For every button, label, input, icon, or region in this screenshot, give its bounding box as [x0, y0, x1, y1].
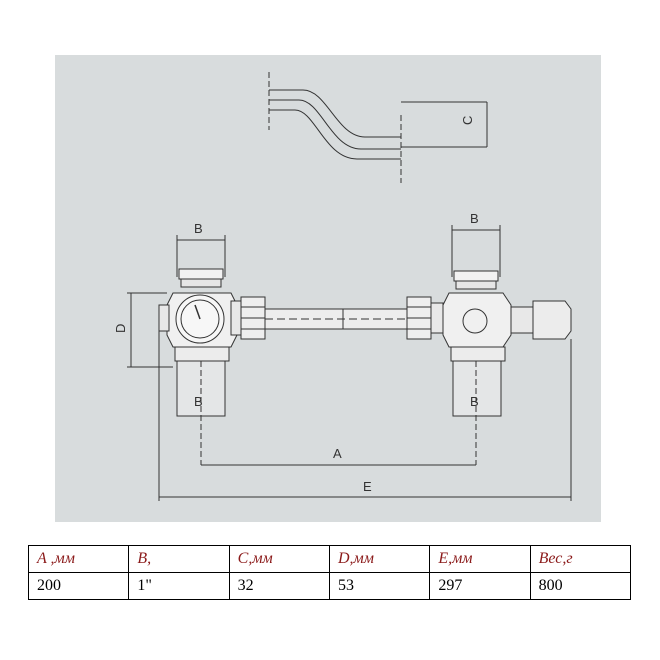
header-b: B, — [128, 545, 230, 573]
label-b-bottom-right: B — [470, 394, 479, 409]
label-b-top-right: B — [470, 211, 479, 226]
right-outlet-nut — [510, 306, 534, 334]
valve-lower-collar-left — [174, 346, 230, 362]
technical-drawing-panel: C B — [55, 55, 601, 522]
value-e: 297 — [429, 572, 531, 600]
bent-pipe-top-view: C — [268, 72, 488, 183]
value-a: 200 — [27, 572, 130, 600]
label-d: D — [113, 324, 128, 333]
valve-lower-collar-right — [450, 346, 506, 362]
pipe-outline-lower — [269, 109, 401, 160]
right-valve: B B — [406, 211, 572, 465]
header-weight: Вес,г — [529, 545, 632, 573]
label-a: A — [333, 446, 342, 461]
specification-table: A ,мм B, C,мм D,мм E,мм Вес,г 200 1" 32 … — [27, 545, 632, 600]
header-a: A ,мм — [27, 545, 130, 573]
table-row: 200 1" 32 53 297 800 — [27, 572, 632, 600]
pipe-outline-middle — [269, 99, 401, 150]
valve-cap-left — [178, 268, 224, 280]
valve-lower-pipe-right — [452, 360, 502, 417]
valve-assembly-drawing: C B — [113, 72, 572, 501]
a-e-dimensions: A E — [158, 331, 572, 501]
gauge-dial — [180, 299, 220, 339]
value-d: 53 — [328, 572, 431, 600]
left-union-a — [230, 300, 242, 336]
label-b-bottom-left: B — [194, 394, 203, 409]
left-valve: B B — [158, 221, 266, 465]
header-e: E,мм — [429, 545, 531, 573]
valve-cap-ring-right — [455, 280, 497, 290]
gauge-needle — [194, 304, 201, 320]
label-e: E — [363, 479, 372, 494]
valve-cap-right — [453, 270, 499, 282]
valve-body-right — [442, 292, 512, 348]
valve-port-icon — [462, 308, 488, 334]
label-b-top-left: B — [194, 221, 203, 236]
header-c: C,мм — [228, 545, 330, 573]
right-union-a — [430, 302, 444, 334]
label-c: C — [460, 116, 475, 125]
valve-left-side-nut — [158, 304, 170, 332]
value-b: 1" — [128, 572, 230, 600]
value-weight: 800 — [529, 572, 632, 600]
valve-cap-ring-left — [180, 278, 222, 288]
pipe-outline-upper — [269, 89, 401, 138]
d-dimension: D — [113, 292, 173, 368]
header-d: D,мм — [328, 545, 431, 573]
connecting-pipe — [264, 308, 408, 330]
right-outlet-fitting — [532, 300, 572, 340]
table-header-row: A ,мм B, C,мм D,мм E,мм Вес,г — [27, 545, 632, 573]
value-c: 32 — [228, 572, 330, 600]
